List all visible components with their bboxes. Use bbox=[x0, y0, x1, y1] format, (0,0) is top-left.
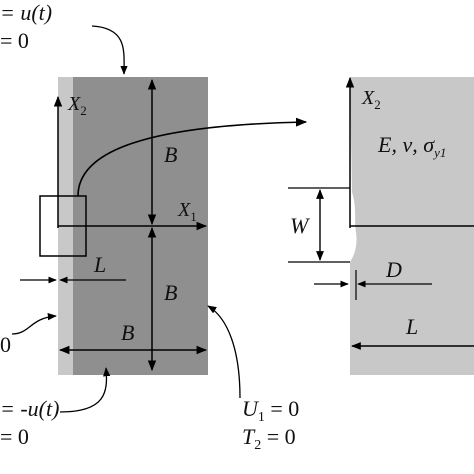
l-left-label: L bbox=[93, 252, 106, 277]
material-props-label: E, ν, σy1 bbox=[377, 132, 446, 160]
b-lower-label: B bbox=[164, 280, 177, 305]
left-callout-curve bbox=[11, 313, 57, 335]
crack-detail-box bbox=[39, 195, 87, 257]
x2-left-label: X2 bbox=[67, 93, 87, 118]
d-label: D bbox=[385, 257, 402, 282]
x1-label: X1 bbox=[177, 199, 197, 224]
w-label: W bbox=[290, 213, 310, 238]
x2-right-label: X2 bbox=[361, 87, 381, 112]
bottom-zero-label: = 0 bbox=[0, 424, 29, 449]
right-callout-curve bbox=[207, 305, 241, 399]
l-right-label: L bbox=[405, 314, 418, 339]
t2-label: T2 = 0 bbox=[242, 424, 296, 453]
b-upper-label: B bbox=[164, 142, 177, 167]
zoom-arrow bbox=[77, 117, 308, 197]
u1-label: U1 = 0 bbox=[242, 396, 299, 425]
b-width-label: B bbox=[121, 320, 134, 345]
bottom-disp-label: = -u(t) bbox=[0, 396, 59, 421]
bottom-callout-curve bbox=[59, 367, 111, 413]
top-callout-curve bbox=[91, 25, 128, 75]
top-disp-label: = u(t) bbox=[0, 0, 52, 25]
left-zero-label: 0 bbox=[0, 332, 11, 357]
top-zero-label: = 0 bbox=[0, 28, 29, 53]
